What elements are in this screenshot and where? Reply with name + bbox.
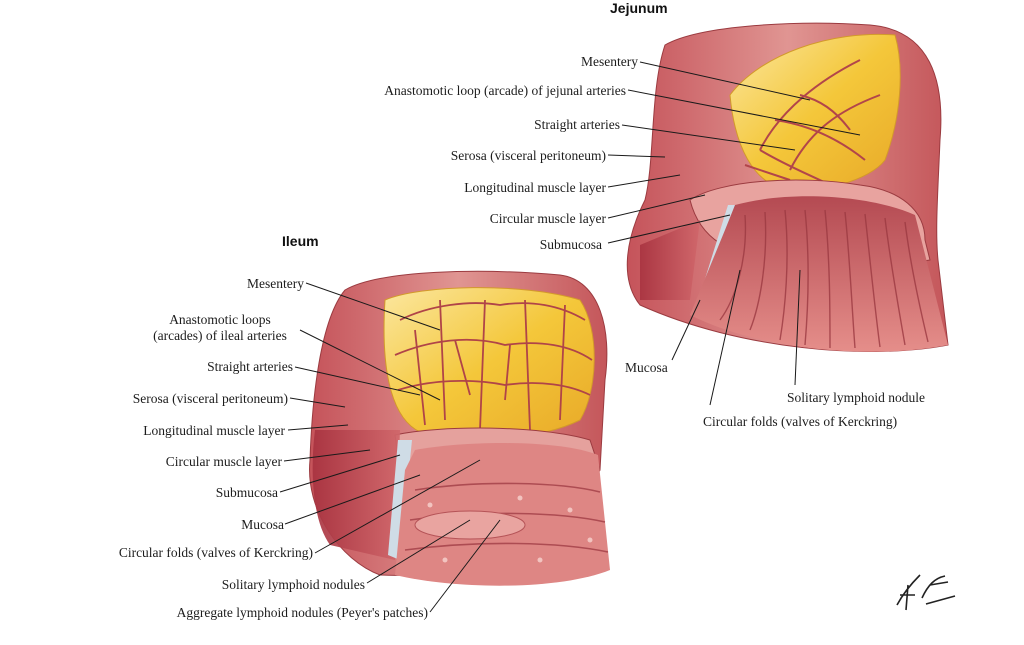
- ileum-label-arcades-line2: (arcades) of ileal arteries: [153, 328, 287, 343]
- ileum-label-circular-folds: Circular folds (valves of Kerckring): [118, 545, 313, 560]
- jejunum-label-straight-arteries: Straight arteries: [534, 117, 620, 132]
- ileum-label-circular-muscle: Circular muscle layer: [165, 454, 282, 469]
- ileum-label-solitary-nodules: Solitary lymphoid nodules: [221, 577, 365, 592]
- ileum-label-straight-arteries: Straight arteries: [207, 359, 293, 374]
- leader-lines: [279, 61, 861, 613]
- ileum-title: Ileum: [282, 233, 319, 249]
- ileum-drawing: [309, 270, 610, 586]
- ileum-mesentery-fat: [383, 287, 595, 440]
- jejunum-mucosa-surface: [690, 196, 948, 352]
- ileum-label-mesentery: Mesentery: [247, 276, 304, 291]
- netter-signature: [896, 574, 956, 611]
- jejunum-label-submucosa: Submucosa: [539, 237, 602, 252]
- jejunum-drawing: [626, 22, 949, 352]
- jejunum-label-circular-muscle: Circular muscle layer: [489, 211, 606, 226]
- ileum-label-longitudinal-muscle: Longitudinal muscle layer: [143, 423, 285, 438]
- jejunum-muscle-layer: [640, 220, 700, 300]
- ileum-arcade-vessels: [394, 299, 593, 431]
- jejunum-title: Jejunum: [610, 0, 668, 16]
- ileum-label-submucosa: Submucosa: [215, 485, 278, 500]
- ileum-label-peyers-patches: Aggregate lymphoid nodules (Peyer's patc…: [176, 605, 428, 620]
- peyers-patch: [414, 510, 526, 540]
- ileum-muscle-layer: [312, 430, 400, 560]
- jejunum-fold-lines: [719, 209, 929, 349]
- ileum-label-serosa: Serosa (visceral peritoneum): [132, 391, 288, 406]
- jejunum-label-longitudinal-muscle: Longitudinal muscle layer: [464, 180, 606, 195]
- jejunum-label-solitary-nodule: Solitary lymphoid nodule: [787, 390, 925, 405]
- ileum-label-arcades-line1: Anastomotic loops: [169, 312, 271, 327]
- jejunum-mesentery-fat: [729, 33, 901, 191]
- jejunum-label-serosa: Serosa (visceral peritoneum): [450, 148, 606, 163]
- solitary-nodule-dots: [427, 495, 593, 563]
- jejunum-label-mucosa: Mucosa: [625, 360, 668, 375]
- jejunum-label-arcade: Anastomotic loop (arcade) of jejunal art…: [384, 83, 626, 98]
- ileum-label-arcades: Anastomotic loops (arcades) of ileal art…: [140, 312, 300, 344]
- jejunum-label-circular-folds: Circular folds (valves of Kerckring): [703, 414, 898, 429]
- jejunum-label-mesentery: Mesentery: [581, 54, 638, 69]
- ileum-label-mucosa: Mucosa: [241, 517, 284, 532]
